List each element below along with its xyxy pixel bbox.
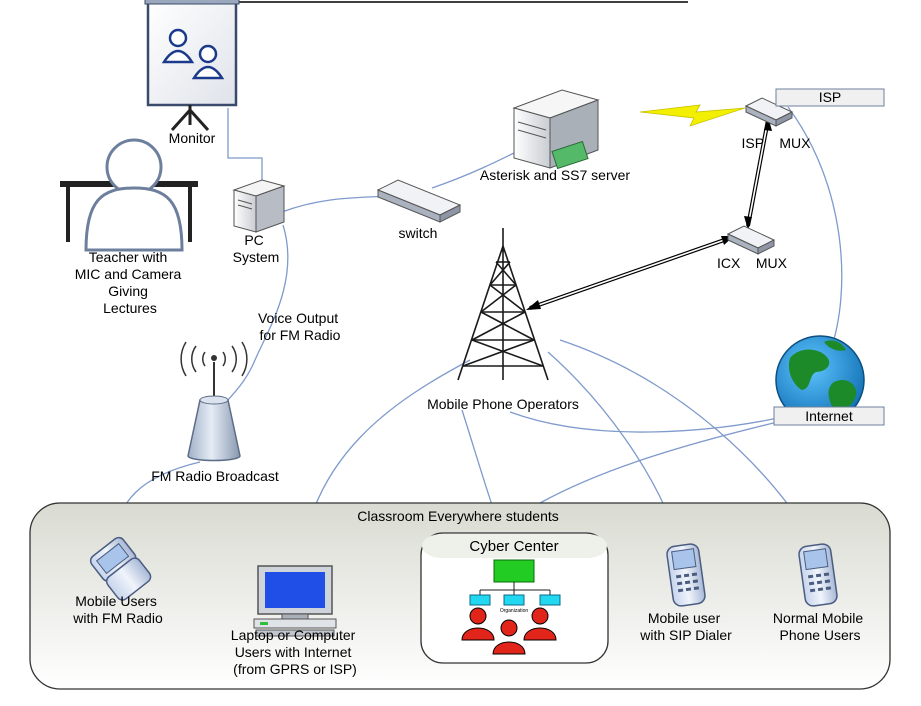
people-icon: [461, 607, 557, 655]
desktop-computer-icon: [253, 565, 337, 637]
cell-tower-icon: [457, 228, 549, 381]
asterisk-label: Asterisk and SS7 server: [480, 167, 631, 183]
mobile-sip-label: Mobile user with SIP Dialer: [639, 610, 732, 643]
switch-label: switch: [399, 225, 438, 241]
internet-box: Internet: [773, 406, 885, 426]
tower-internet-link: [509, 411, 779, 433]
organization-label: Organization: [500, 608, 529, 614]
mobile-operators-label: Mobile Phone Operators: [427, 396, 579, 412]
cyber-internet-link: [539, 419, 787, 504]
mobile-phone-icon: [666, 543, 706, 607]
isp-box: ISP: [775, 88, 885, 107]
monitor-label: Monitor: [169, 130, 216, 146]
double-arrows: [526, 116, 772, 310]
isp-globe-link: [787, 106, 843, 353]
mobile-fm-label: Mobile Users with FM Radio: [72, 593, 163, 626]
server-icon: [512, 89, 600, 170]
flip-phone-icon: [89, 536, 152, 601]
wireless-link-icon: [639, 104, 746, 127]
mux-icon: [726, 225, 776, 255]
org-chart-icon: Organization: [469, 559, 561, 614]
monitor-pc-link: [227, 108, 263, 182]
isp-label: ISP: [819, 89, 842, 105]
pc-radio-link: [227, 224, 289, 401]
pc-switch-link: [281, 195, 389, 213]
internet-label: Internet: [805, 408, 853, 424]
icx-mux-label: ICX MUX: [717, 255, 788, 271]
pc-label: PC System: [233, 232, 280, 265]
voice-output-label: Voice Output for FM Radio: [258, 310, 342, 343]
globe-icon: [775, 335, 865, 425]
teacher-label: Teacher with MIC and Camera Giving Lectu…: [75, 249, 185, 316]
cyber-center-label: Cyber Center: [469, 538, 558, 555]
projection-screen-icon: [144, 0, 240, 132]
laptop-label: Laptop or Computer Users with Internet (…: [231, 627, 359, 677]
isp-mux-label: ISP MUX: [742, 135, 812, 151]
teacher-icon: [60, 138, 198, 252]
classroom-label: Classroom Everywhere students: [357, 508, 559, 524]
fm-broadcast-label: FM Radio Broadcast: [151, 468, 279, 484]
pc-tower-icon: [232, 179, 286, 233]
radio-antenna-icon: [180, 341, 248, 462]
normal-mobile-label: Normal Mobile Phone Users: [773, 610, 867, 643]
connectors: [115, 106, 843, 571]
network-switch-icon: [376, 179, 462, 223]
mux-icon: [744, 97, 794, 127]
mobile-phone-icon: [798, 543, 838, 607]
